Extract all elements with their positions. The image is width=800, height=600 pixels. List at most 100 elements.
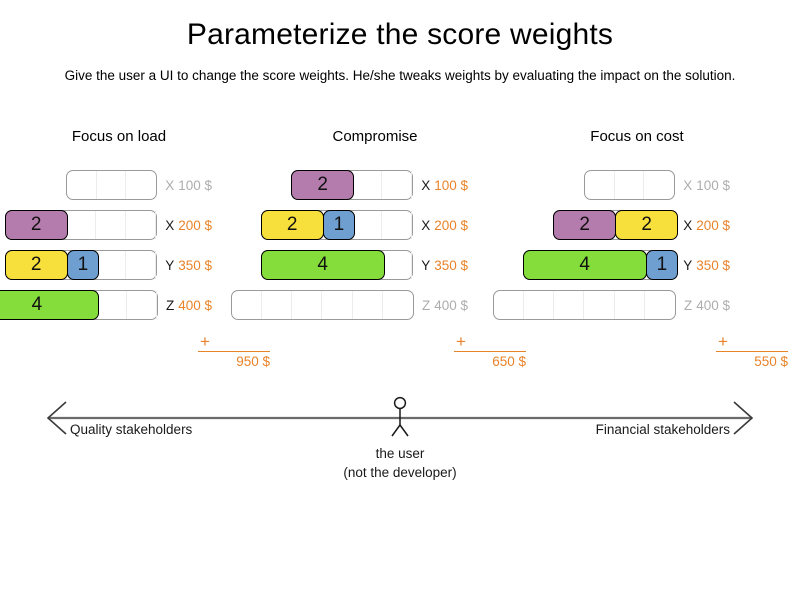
- axis-label-right: Financial stakeholders: [595, 422, 730, 437]
- weight-slider-track[interactable]: [65, 170, 158, 200]
- weight-slider-track[interactable]: [230, 290, 414, 320]
- weight-segment[interactable]: 4: [522, 250, 647, 280]
- resource-amount: 200 $: [696, 217, 730, 233]
- track-cell[interactable]: [615, 291, 645, 319]
- track-cell[interactable]: [322, 291, 353, 319]
- total-rule: [454, 351, 526, 352]
- weight-slider-track[interactable]: 2: [291, 170, 414, 200]
- track-cell[interactable]: [352, 171, 383, 199]
- user-stick-figure-icon: [391, 396, 409, 437]
- resource-letter: X: [683, 177, 693, 193]
- track-cell[interactable]: [232, 291, 263, 319]
- weight-segment[interactable]: 1: [66, 250, 100, 280]
- weight-segment[interactable]: 2: [4, 210, 68, 240]
- track-cell[interactable]: [494, 291, 525, 319]
- track-cell[interactable]: [126, 251, 157, 279]
- plus-sign: +: [456, 332, 466, 351]
- resource-letter: Y: [683, 257, 693, 273]
- weight-slider-track[interactable]: 2: [4, 210, 158, 240]
- track-cell[interactable]: [126, 171, 156, 199]
- track-cell[interactable]: [127, 291, 157, 319]
- weight-segment[interactable]: 4: [0, 290, 99, 320]
- resource-amount: 350 $: [178, 257, 212, 273]
- resource-letter: Y: [421, 257, 431, 273]
- resource-letter: X: [165, 217, 175, 233]
- track-cell[interactable]: [554, 291, 585, 319]
- track-cell[interactable]: [292, 291, 323, 319]
- track-cell[interactable]: [67, 171, 97, 199]
- track-cell[interactable]: [96, 211, 127, 239]
- track-cell[interactable]: [97, 291, 127, 319]
- weight-segment[interactable]: 2: [4, 250, 68, 280]
- weight-slider-track[interactable]: [583, 170, 676, 200]
- resource-amount: 100 $: [178, 177, 212, 193]
- track-cell[interactable]: [644, 171, 674, 199]
- stakeholder-axis: Quality stakeholders Financial stakehold…: [0, 392, 800, 512]
- weight-segments: 2: [4, 210, 68, 240]
- resource-letter: Z: [421, 297, 431, 313]
- weight-segment[interactable]: 1: [322, 210, 356, 240]
- resource-letter: Z: [165, 297, 175, 313]
- track-cell[interactable]: [96, 251, 127, 279]
- scenario-column-header: Focus on cost: [590, 128, 684, 145]
- track-cell[interactable]: [353, 291, 383, 319]
- track-cell[interactable]: [382, 171, 413, 199]
- weight-segment[interactable]: 2: [615, 210, 679, 240]
- weight-slider-track[interactable]: [492, 290, 676, 320]
- resource-letter: X: [165, 177, 175, 193]
- weight-segment[interactable]: 4: [260, 250, 385, 280]
- weight-segments: 4: [0, 290, 99, 320]
- weight-segment[interactable]: 1: [645, 250, 679, 280]
- track-cell[interactable]: [97, 171, 127, 199]
- user-caption: the user (not the developer): [0, 444, 800, 482]
- resource-amount: 400 $: [434, 297, 468, 313]
- track-cell[interactable]: [126, 211, 157, 239]
- resource-letter: X: [683, 217, 693, 233]
- track-cell[interactable]: [66, 211, 96, 239]
- track-cell[interactable]: [352, 211, 383, 239]
- resource-letter: Z: [683, 297, 693, 313]
- track-cell[interactable]: [645, 291, 675, 319]
- weight-slider-track[interactable]: 4: [260, 250, 414, 280]
- track-cell[interactable]: [382, 251, 413, 279]
- plus-sign: +: [718, 332, 728, 351]
- user-caption-line-2: (not the developer): [343, 465, 457, 480]
- track-cell[interactable]: [615, 171, 645, 199]
- track-cell[interactable]: [262, 291, 293, 319]
- weight-segment[interactable]: 2: [260, 210, 324, 240]
- weight-slider-track[interactable]: 4: [0, 290, 158, 320]
- weight-segment[interactable]: 2: [291, 170, 355, 200]
- track-cell[interactable]: [524, 291, 555, 319]
- weight-segment[interactable]: 2: [553, 210, 617, 240]
- track-cell[interactable]: [585, 171, 615, 199]
- track-cell[interactable]: [584, 291, 615, 319]
- track-cell[interactable]: [383, 291, 413, 319]
- resource-letter: X: [421, 217, 431, 233]
- track-cell[interactable]: [382, 211, 413, 239]
- resource-amount: 350 $: [434, 257, 468, 273]
